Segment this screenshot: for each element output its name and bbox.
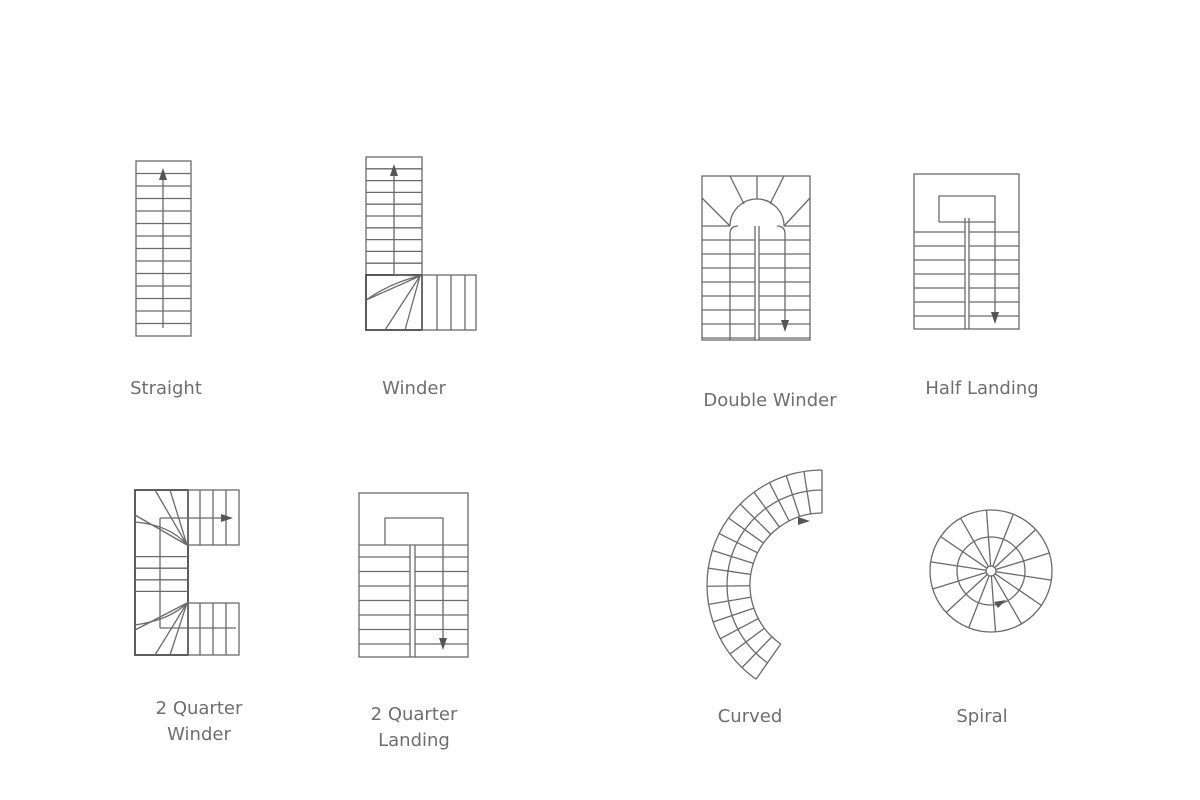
tread-line bbox=[932, 571, 987, 590]
tread-line bbox=[755, 643, 782, 680]
direction-arrow bbox=[798, 517, 810, 525]
tread-line bbox=[803, 471, 812, 515]
tread-line bbox=[968, 575, 990, 629]
curve-line bbox=[706, 469, 823, 680]
tread-line bbox=[718, 532, 758, 554]
tread-line bbox=[930, 561, 987, 571]
tread-line bbox=[959, 517, 990, 567]
curved-stair-plan bbox=[706, 469, 823, 680]
tread-line bbox=[995, 552, 1050, 571]
tread-line bbox=[992, 513, 1014, 567]
two-quarter-winder-stair-plan bbox=[134, 489, 240, 656]
spiral-ring bbox=[956, 536, 1026, 606]
tread-line bbox=[768, 482, 790, 522]
half-landing-stair-plan bbox=[913, 173, 1020, 330]
tread-line bbox=[994, 529, 1037, 569]
winder-stair-plan bbox=[365, 156, 477, 331]
label-straight: Straight bbox=[130, 378, 202, 399]
label-2-quarter-winder-line1: 2 Quarter bbox=[155, 698, 243, 719]
double-winder-stair-plan bbox=[701, 175, 811, 341]
label-curved: Curved bbox=[717, 706, 783, 727]
spiral-ring bbox=[985, 565, 997, 577]
label-2-quarter-landing: 2 Quarter Landing bbox=[354, 702, 474, 754]
tread-line bbox=[994, 573, 1042, 606]
tread-line bbox=[739, 503, 772, 535]
direction-arrow bbox=[994, 600, 1006, 608]
tread-line bbox=[712, 607, 755, 623]
tread-line bbox=[753, 491, 780, 528]
label-double-winder: Double Winder bbox=[703, 390, 837, 411]
tread-line bbox=[712, 549, 754, 564]
curve-line bbox=[726, 489, 823, 664]
tread-line bbox=[785, 475, 801, 517]
label-2-quarter-landing-line1: 2 Quarter bbox=[370, 704, 458, 725]
tread-line bbox=[728, 517, 764, 544]
tread-line bbox=[985, 510, 992, 567]
label-2-quarter-winder-line2: Winder bbox=[167, 724, 231, 745]
tread-line bbox=[990, 575, 997, 632]
label-2-quarter-winder: 2 Quarter Winder bbox=[139, 696, 259, 748]
label-winder: Winder bbox=[382, 378, 446, 399]
tread-line bbox=[995, 571, 1052, 581]
tread-line bbox=[708, 596, 752, 605]
tread-line bbox=[940, 536, 988, 569]
spiral-ring bbox=[929, 509, 1053, 633]
straight-stair-plan bbox=[135, 160, 192, 337]
two-quarter-landing-stair-plan bbox=[358, 492, 469, 658]
tread-line bbox=[729, 627, 765, 655]
tread-line bbox=[719, 618, 759, 640]
label-2-quarter-landing-line2: Landing bbox=[378, 730, 450, 751]
spiral-stair-plan bbox=[929, 509, 1053, 633]
tread-line bbox=[945, 573, 988, 613]
curve-line bbox=[749, 512, 823, 645]
tread-line bbox=[708, 567, 751, 576]
tread-line bbox=[992, 575, 1023, 625]
label-half-landing: Half Landing bbox=[925, 378, 1039, 399]
tread-line bbox=[741, 636, 773, 669]
label-spiral: Spiral bbox=[956, 706, 1008, 727]
